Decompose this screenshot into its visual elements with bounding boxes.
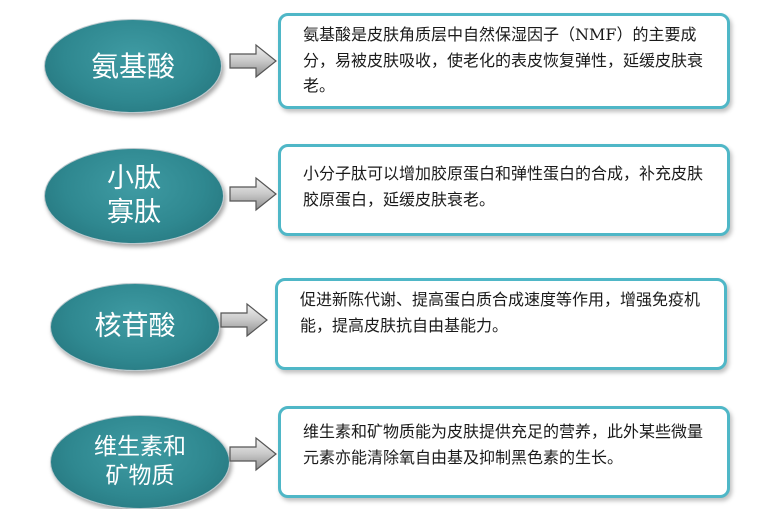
ingredient-oval-peptide: 小肽 寡肽 xyxy=(44,148,224,244)
description-box-vitamin-mineral: 维生素和矿物质能为皮肤提供充足的营养，此外某些微量元素亦能清除氧自由基及抑制黑色… xyxy=(278,406,730,498)
arrow-right-icon xyxy=(220,302,268,338)
ingredient-label: 维生素和 矿物质 xyxy=(94,434,186,489)
description-box-peptide: 小分子肽可以增加胶原蛋白和弹性蛋白的合成，补充皮肤胶原蛋白，延缓皮肤衰老。 xyxy=(278,144,730,236)
description-box-nucleotide: 促进新陈代谢、提高蛋白质合成速度等作用，增强免疫机能，提高皮肤抗自由基能力。 xyxy=(275,278,727,370)
description-text: 小分子肽可以增加胶原蛋白和弹性蛋白的合成，补充皮肤胶原蛋白，延缓皮肤衰老。 xyxy=(303,164,704,209)
ingredient-label: 氨基酸 xyxy=(90,49,175,83)
description-text: 维生素和矿物质能为皮肤提供充足的营养，此外某些微量元素亦能清除氧自由基及抑制黑色… xyxy=(303,422,704,467)
ingredient-label: 核苷酸 xyxy=(94,311,176,343)
ingredient-oval-amino-acid: 氨基酸 xyxy=(44,19,222,113)
ingredient-oval-nucleotide: 核苷酸 xyxy=(50,283,220,371)
ingredient-label: 小肽 寡肽 xyxy=(107,163,161,228)
arrow-right-icon xyxy=(229,436,277,472)
description-box-amino-acid: 氨基酸是皮肤角质层中自然保湿因子（NMF）的主要成分，易被皮肤吸收，使老化的表皮… xyxy=(278,13,730,109)
description-text: 氨基酸是皮肤角质层中自然保湿因子（NMF）的主要成分，易被皮肤吸收，使老化的表皮… xyxy=(303,25,704,96)
arrow-right-icon xyxy=(229,43,277,79)
description-text: 促进新陈代谢、提高蛋白质合成速度等作用，增强免疫机能，提高皮肤抗自由基能力。 xyxy=(300,290,701,335)
ingredient-oval-vitamin-mineral: 维生素和 矿物质 xyxy=(50,415,230,509)
arrow-right-icon xyxy=(229,176,277,212)
